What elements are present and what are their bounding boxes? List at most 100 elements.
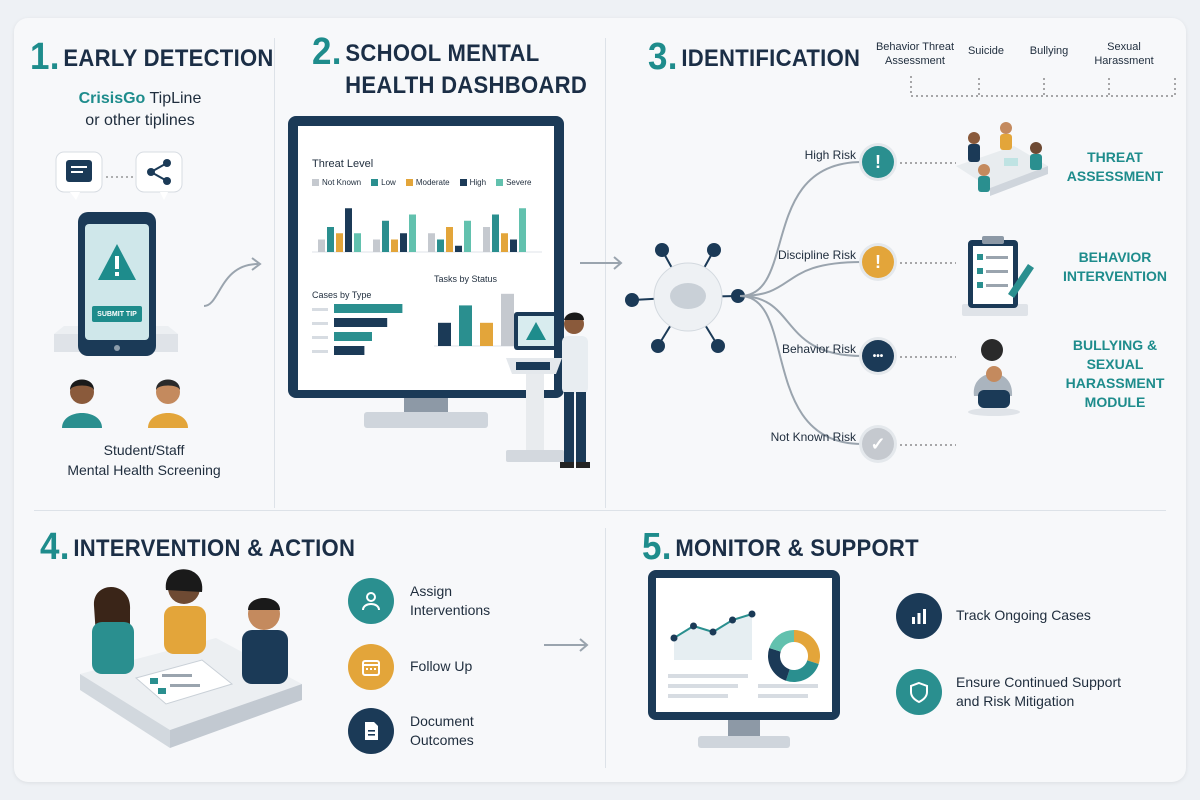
donut-slice: [768, 647, 790, 681]
tipline-line2: or other tiplines: [85, 112, 195, 129]
threat-bar: [345, 208, 352, 252]
cases-bar: [334, 346, 365, 355]
trend-line-chart: [670, 610, 756, 660]
clipboard-checklist-illustration: [962, 236, 1034, 316]
calendar-icon: [348, 644, 394, 690]
divider-v2: [605, 38, 606, 508]
submit-tip-button[interactable]: SUBMIT TIP: [92, 306, 142, 322]
bar-chart-icon: [896, 593, 942, 639]
person-icon: [348, 578, 394, 624]
flow-arrow-4: [544, 638, 589, 652]
shield-icon: [896, 669, 942, 715]
threat-bar: [327, 227, 334, 252]
threat-bar: [492, 214, 499, 252]
infographic-board: 1.EARLY DETECTION CrisisGo TipLine or ot…: [14, 18, 1186, 782]
divider-v1: [274, 38, 275, 508]
trend-point: [690, 622, 697, 630]
dashboard-monitor: [288, 116, 564, 428]
threat-level-chart: [312, 208, 542, 253]
legend-label: Moderate: [415, 178, 450, 187]
donut-slice: [785, 660, 819, 682]
legend-swatch: [312, 179, 319, 186]
tasks-by-status-chart: [434, 293, 524, 347]
section-5-title: 5.MONITOR & SUPPORT: [642, 526, 919, 568]
legend-label: Not Known: [322, 178, 362, 187]
section-2-title: 2.SCHOOL MENTAL HEALTH DASHBOARD: [312, 31, 588, 99]
legend-item: Severe: [496, 178, 531, 187]
risk-branch-lines: [739, 161, 863, 445]
screening-line1: Student/Staff: [103, 442, 185, 458]
chat-bubble-icon: [55, 151, 103, 200]
risk-label: Behavior Risk: [781, 342, 856, 356]
staff-person-standing: [560, 312, 590, 468]
dotted-connector: [900, 356, 956, 358]
tasks-bar: [501, 293, 514, 346]
dotted-connector: [900, 444, 956, 446]
risk-exclamation-icon: !: [862, 146, 894, 178]
donut-slice: [794, 630, 820, 665]
trend-point: [670, 634, 678, 642]
smartphone: [78, 212, 156, 356]
category-label: Bullying: [1029, 45, 1069, 57]
trend-point: [729, 616, 736, 624]
threat-bar: [455, 245, 462, 252]
threat-bar: [391, 239, 398, 252]
legend-swatch: [371, 179, 379, 186]
dotted-connector: [900, 262, 956, 264]
legend-label: High: [469, 178, 487, 187]
threat-bar: [428, 233, 435, 252]
cases-by-type-label: Cases by Type: [312, 290, 372, 300]
staff-avatar: [148, 379, 188, 428]
cases-axis-label: [312, 322, 328, 325]
trend-point: [748, 610, 756, 618]
section-4-title: 4.INTERVENTION & ACTION: [40, 526, 356, 568]
line-area: [674, 614, 752, 660]
threat-bar: [464, 220, 471, 252]
risk-label: High Risk: [804, 148, 856, 162]
cases-bar: [334, 332, 372, 341]
legend-label: Severe: [506, 178, 532, 187]
distressed-student-illustration: [968, 339, 1020, 416]
risk-analysis-hub: [625, 243, 745, 353]
risk-label: Discipline Risk: [777, 248, 856, 262]
action-label: Follow Up: [410, 658, 473, 674]
risk-exclamation-icon: !: [862, 246, 894, 278]
cases-axis-label: [312, 350, 328, 353]
trend-point: [709, 628, 717, 636]
threat-bar: [483, 227, 490, 252]
donut-slice: [769, 630, 794, 652]
flow-arrow-1: [203, 257, 262, 307]
threat-bar: [510, 239, 517, 252]
tasks-by-status-label: Tasks by Status: [434, 274, 498, 284]
cases-bar: [334, 318, 388, 327]
legend-swatch: [496, 179, 504, 186]
document-icon: [348, 708, 394, 754]
divider-v3: [605, 528, 606, 768]
legend-item: Moderate: [405, 178, 450, 187]
team-meeting-illustration: [80, 569, 302, 748]
threat-bar: [437, 239, 444, 252]
legend-swatch: [405, 179, 413, 186]
cases-axis-label: [312, 336, 328, 339]
kiosk-terminal: [506, 312, 564, 462]
categories-bracket: [910, 76, 1176, 97]
threat-bar: [519, 208, 526, 252]
threat-bar: [501, 233, 508, 252]
legend-item: Not Known: [312, 178, 361, 187]
risk-label: Not Known Risk: [770, 430, 856, 444]
threat-bar: [400, 233, 407, 252]
tasks-bar: [459, 305, 472, 346]
section-3-title: 3.IDENTIFICATION: [648, 36, 861, 78]
flow-arrow-2: [580, 256, 623, 270]
threat-bar: [336, 233, 343, 252]
risk-check-icon: ✓: [862, 428, 894, 460]
threat-bar: [318, 239, 325, 252]
section-1-title: 1.EARLY DETECTION: [30, 36, 274, 78]
screening-line2: Mental Health Screening: [67, 462, 221, 478]
